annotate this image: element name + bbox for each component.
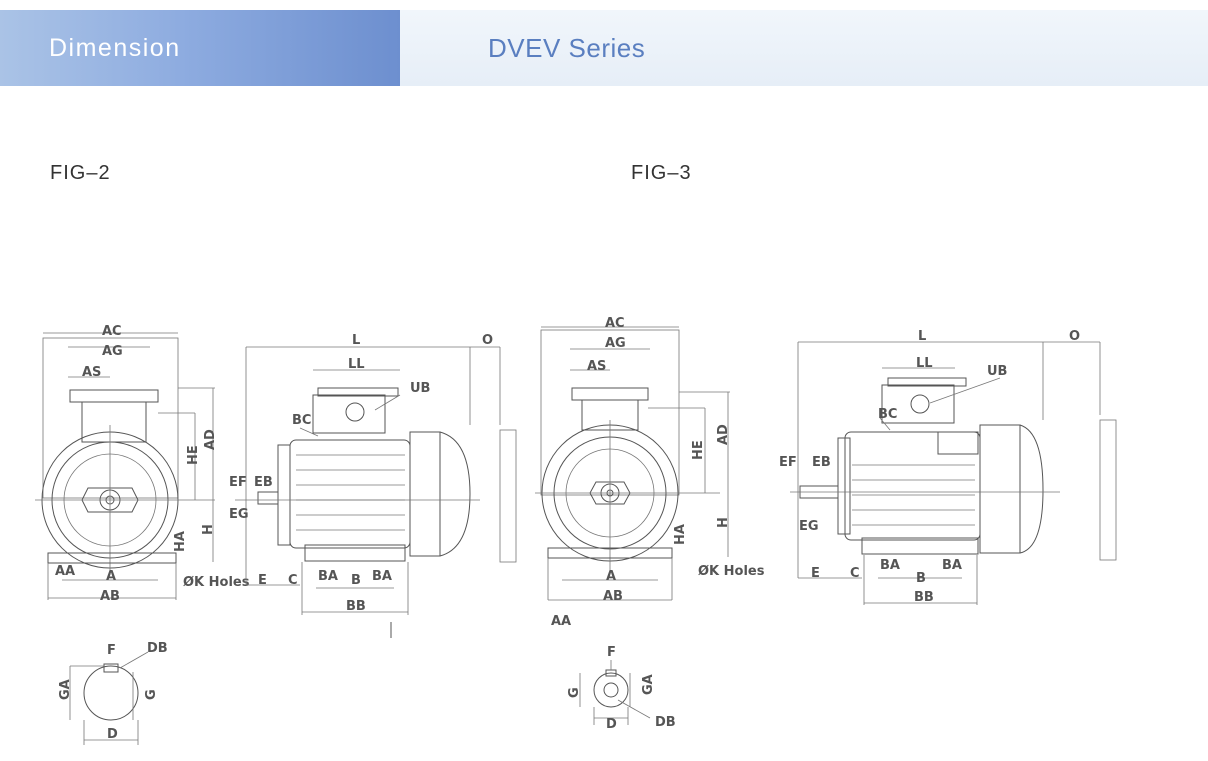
header-bar: Dimension DVEV Series [0, 10, 1208, 86]
fig3-label-holes: ØK Holes [698, 564, 765, 579]
fig3-label-ab: AB [603, 589, 623, 604]
fig3-label-h: H [716, 517, 731, 528]
fig2-label-d: D [107, 727, 118, 742]
fig2-label-e: E [258, 573, 267, 588]
fig3-label-db: DB [655, 715, 676, 730]
fig2-shaft-labels: F DB GA G D [58, 641, 168, 742]
fig2-shaft-section [69, 651, 149, 745]
fig2-label-db: DB [147, 641, 168, 656]
fig2-label-ef: EF [229, 475, 247, 490]
fig3-label-ag: AG [605, 336, 626, 351]
fig2-label-ac: AC [102, 324, 122, 339]
fig3-label-aa: AA [551, 614, 571, 629]
fig3-label-a: A [606, 569, 616, 584]
fig-3-label: FIG–3 [631, 162, 692, 184]
fig2-label-bc: BC [292, 413, 311, 428]
fig3-shaft-labels: F G GA D DB [567, 645, 676, 732]
series-title: DVEV Series [488, 32, 646, 63]
fig3-shaft-section [579, 660, 651, 725]
fig2-label-he: HE [186, 445, 201, 465]
fig2-side-view [235, 346, 517, 638]
fig2-label-ll: LL [348, 357, 365, 372]
fig3-label-ub: UB [987, 364, 1007, 379]
fig3-label-ll: LL [916, 356, 933, 371]
fig2-label-ga: GA [58, 679, 73, 700]
fig3-label-o: O [1069, 329, 1080, 344]
fig3-label-ba-2: BA [942, 558, 962, 573]
fig3-label-bb: BB [914, 590, 934, 605]
fig2-label-ab: AB [100, 589, 120, 604]
fig2-label-ub: UB [410, 381, 430, 396]
fig2-label-aa: AA [55, 564, 75, 579]
fig2-label-h: H [201, 524, 216, 535]
fig2-label-g: G [144, 689, 159, 700]
fig2-label-f: F [107, 643, 116, 658]
fig3-label-ad: AD [716, 424, 731, 445]
fig2-label-eb: EB [254, 475, 273, 490]
tab-dimension-label: Dimension [49, 33, 181, 62]
fig-2-label: FIG–2 [50, 162, 111, 184]
fig2-label-o: O [482, 333, 493, 348]
fig2-front-view [35, 332, 215, 600]
fig3-label-bc: BC [878, 407, 897, 422]
fig3-label-eb: EB [812, 455, 831, 470]
fig2-label-eg: EG [229, 507, 249, 522]
fig2-label-a: A [106, 569, 116, 584]
fig3-front-view [535, 326, 730, 601]
fig3-side-labels: L O LL UB BC EF EB EG E C BA B BA BB [779, 329, 1080, 605]
fig3-label-eg: EG [799, 519, 819, 534]
fig3-label-c: C [850, 566, 860, 581]
fig3-label-ga: GA [641, 674, 656, 695]
fig2-label-c: C [288, 573, 298, 588]
fig3-label-ba-1: BA [880, 558, 900, 573]
tab-dimension[interactable]: Dimension [0, 10, 400, 86]
fig2-side-labels: L O LL UB BC EF EB EG E C BA B BA BB [229, 333, 493, 614]
fig3-label-e: E [811, 566, 820, 581]
fig2-label-ba-1: BA [318, 569, 338, 584]
fig3-label-f: F [607, 645, 616, 660]
fig2-label-l: L [352, 333, 360, 348]
fig2-label-ad: AD [203, 429, 218, 450]
fig3-label-ha: HA [673, 524, 688, 545]
fig3-label-b: B [916, 571, 926, 586]
fig3-label-he: HE [691, 440, 706, 460]
fig2-label-as: AS [82, 365, 101, 380]
fig3-front-labels: AC AG AS HE AD H HA A AB AA ØK Holes [551, 316, 765, 629]
fig2-label-holes: ØK Holes [183, 575, 250, 590]
fig3-side-view [790, 341, 1117, 605]
fig2-label-ag: AG [102, 344, 123, 359]
fig2-label-ba-2: BA [372, 569, 392, 584]
fig3-label-ac: AC [605, 316, 625, 331]
fig3-label-g: G [567, 687, 582, 698]
fig2-label-b: B [351, 573, 361, 588]
fig3-label-as: AS [587, 359, 606, 374]
fig2-label-bb: BB [346, 599, 366, 614]
fig2-front-labels: AC AG AS HE AD H HA AA A AB ØK Holes [55, 324, 250, 604]
fig3-label-d: D [606, 717, 617, 732]
fig2-label-ha: HA [173, 531, 188, 552]
fig3-label-ef: EF [779, 455, 797, 470]
fig3-label-l: L [918, 329, 926, 344]
